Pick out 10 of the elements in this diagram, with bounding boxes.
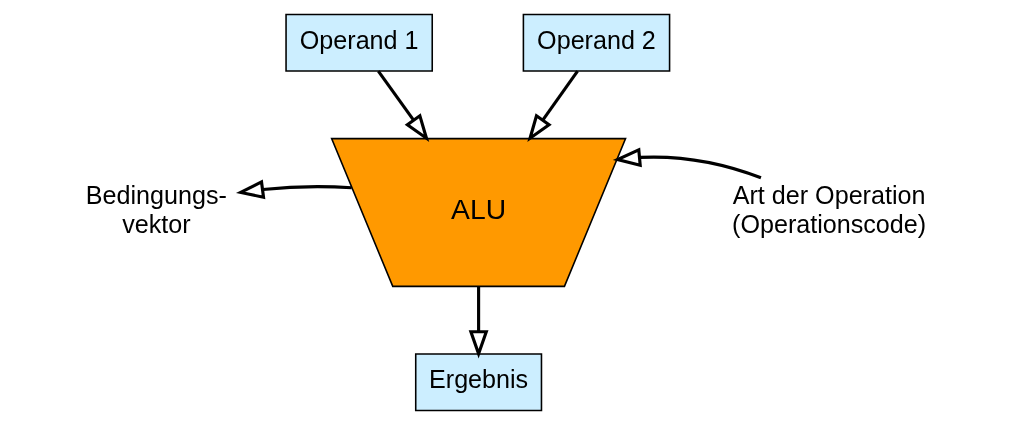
arrow [235,179,352,200]
node-box: Operand 1 [284,13,433,72]
node-text: Bedingungs- vektor [85,181,227,238]
node-text: Art der Operation (Operationscode) [731,181,926,238]
node-box: Operand 2 [522,13,670,72]
arrow [376,70,429,143]
arrow [612,147,761,180]
node-box: Ergebnis [414,353,542,412]
arrow [526,70,579,143]
arrow [468,286,488,359]
